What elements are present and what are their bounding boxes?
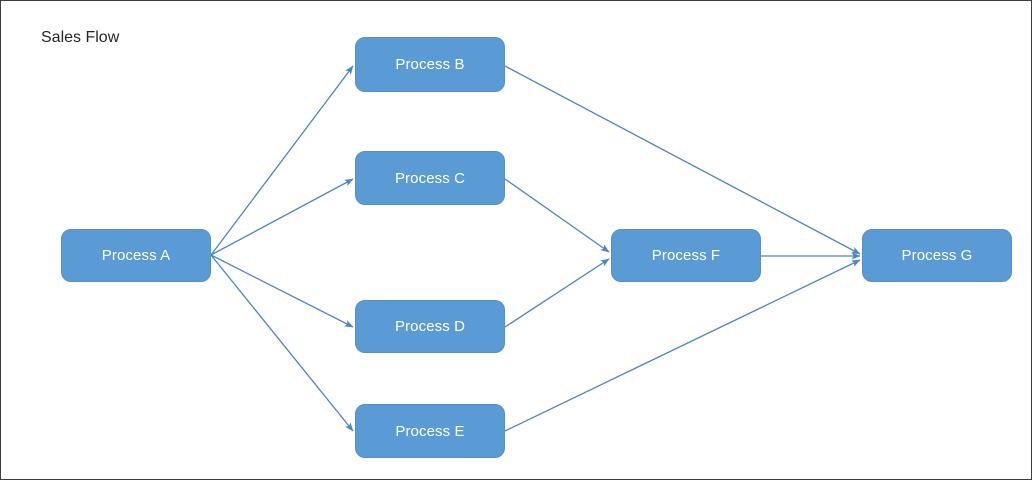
node-process-a[interactable]: Process A [61,229,211,282]
node-label: Process D [394,318,466,335]
node-label: Process A [101,247,171,264]
page-title: Sales Flow [41,29,120,46]
node-label: Process G [901,247,973,264]
node-process-b[interactable]: Process B [355,37,505,92]
node-label: Process E [395,422,465,440]
edge-a-to-e[interactable] [210,254,354,432]
edge-c-to-f[interactable] [504,178,610,253]
edge-b-to-g[interactable] [504,65,861,255]
edge-a-to-c[interactable] [210,178,354,256]
node-label: Process B [395,56,465,73]
edge-e-to-g[interactable] [504,259,861,432]
node-process-e[interactable]: Process E [355,404,505,458]
node-process-g[interactable]: Process G [862,229,1012,282]
node-process-f[interactable]: Process F [611,229,761,282]
node-label: Process C [394,169,466,187]
node-process-c[interactable]: Process C [355,151,505,205]
edge-d-to-f[interactable] [504,258,610,328]
edge-a-to-b[interactable] [210,65,354,256]
node-label: Process F [651,247,721,264]
edge-a-to-d[interactable] [210,254,354,328]
node-process-d[interactable]: Process D [355,300,505,353]
